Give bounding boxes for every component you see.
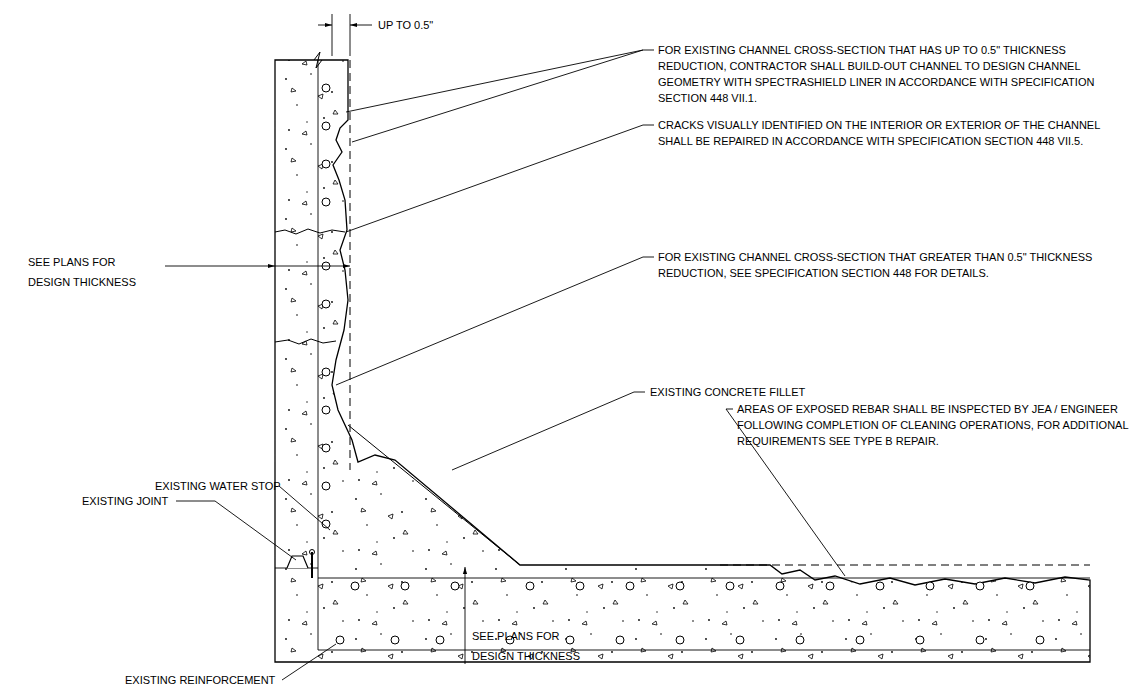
rebar xyxy=(322,84,1044,644)
callout-text: EXISTING REINFORCEMENT xyxy=(125,672,275,688)
callout-text: EXISTING WATER STOP xyxy=(155,478,281,494)
fillet-outline xyxy=(348,425,520,565)
crack xyxy=(275,229,345,234)
dimension-text: UP TO 0.5" xyxy=(378,17,433,33)
design-face-line xyxy=(350,60,351,470)
note-text: FOR EXISTING CHANNEL CROSS-SECTION THAT … xyxy=(658,249,1128,281)
callout-text: EXISTING JOINT xyxy=(82,493,168,509)
dimension-line xyxy=(165,266,275,267)
dimension-line xyxy=(318,25,332,26)
note-text: AREAS OF EXPOSED REBAR SHALL BE INSPECTE… xyxy=(737,401,1132,449)
crack xyxy=(275,339,336,344)
dimension-text: SEE PLANS FOR DESIGN THICKNESS xyxy=(28,252,158,292)
water-stop xyxy=(311,552,313,578)
concrete-section xyxy=(275,60,1090,662)
section-line xyxy=(275,568,1090,650)
design-face-line xyxy=(720,565,1090,566)
note-text: FOR EXISTING CHANNEL CROSS-SECTION THAT … xyxy=(658,42,1128,106)
dimension-line xyxy=(275,266,350,267)
dimension-line xyxy=(350,25,372,26)
extension-line xyxy=(332,14,350,56)
callout-text: EXISTING CONCRETE FILLET xyxy=(650,384,805,400)
dimension-line xyxy=(465,567,466,664)
dimension-text: SEE PLANS FOR DESIGN THICKNESS xyxy=(472,626,602,666)
section-line xyxy=(318,60,319,650)
note-text: CRACKS VISUALLY IDENTIFIED ON THE INTERI… xyxy=(658,117,1128,149)
joint-keyway xyxy=(287,556,308,568)
water-stop xyxy=(310,550,315,555)
